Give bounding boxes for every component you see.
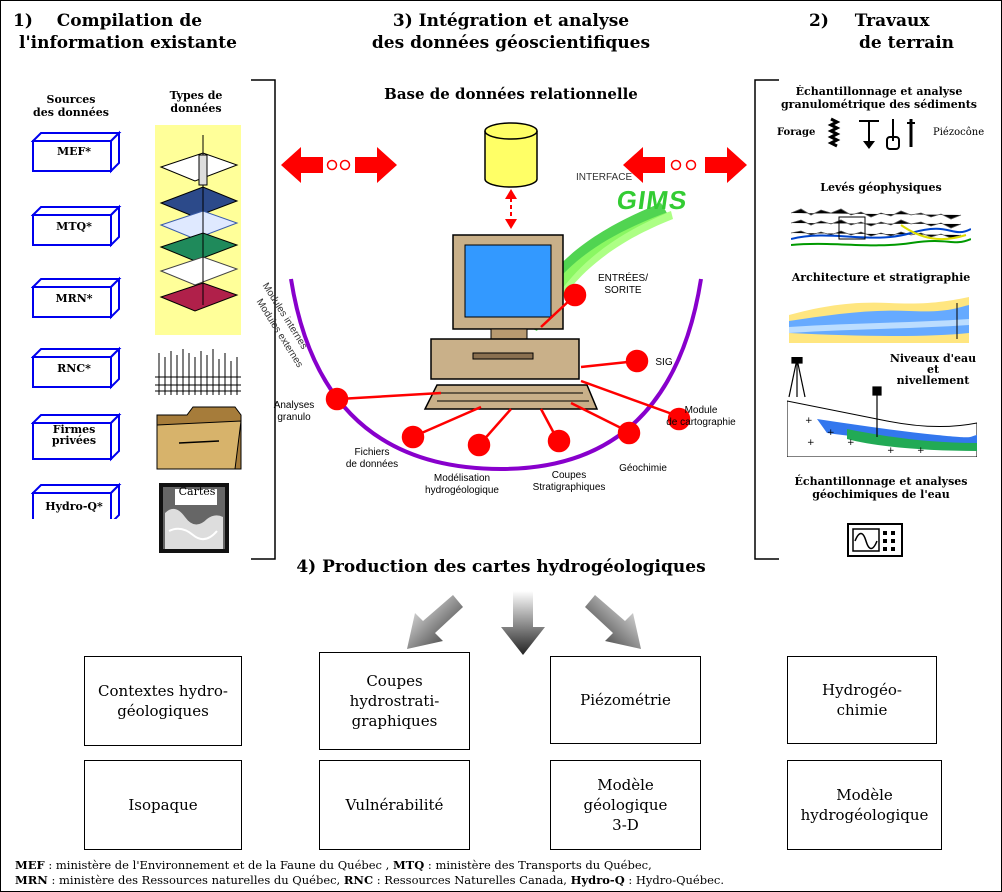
source-boxes (31, 130, 122, 519)
db-label: Base de données relationnelle (384, 85, 638, 103)
legend-line-1: MEF : ministère de l'Environnement et de… (15, 858, 995, 873)
sources-header: Sources des données (33, 93, 109, 119)
module-entrees-sortie: ENTRÉES/ SORITE (597, 273, 648, 296)
source-box-icon (31, 412, 122, 462)
svg-text:+: + (887, 446, 895, 456)
svg-text:+: + (807, 438, 815, 448)
source-mef: MEF* (56, 145, 92, 158)
output-contextes-hydrogeologiques: Contextes hydro- géologiques (84, 656, 242, 746)
production-arrows (407, 591, 641, 655)
down-left-arrow-icon (407, 595, 463, 649)
output-hydrogeochimie: Hydrogéo- chimie (787, 656, 937, 744)
gims-diagram (289, 122, 703, 472)
section-2-title: 2) Travaux (809, 11, 930, 31)
legend-mrn-text: : ministère des Ressources naturelles du… (47, 873, 344, 887)
section-2-number: 2) (809, 11, 829, 31)
output-modele-hydrogeologique: Modèle hydrogéologique (787, 760, 942, 850)
section-3-title: 3) Intégration et analyse (392, 11, 630, 31)
geophysics-chart-icon (791, 199, 971, 259)
section-1-bracket (251, 79, 276, 560)
svg-text:+: + (827, 428, 835, 438)
svg-text:+: + (847, 438, 855, 448)
section-2-bracket (754, 79, 779, 560)
svg-text:+: + (805, 416, 813, 426)
output-isopaque: Isopaque (84, 760, 242, 850)
left-double-arrow (281, 147, 397, 183)
output-modele-geologique-3d: Modèle géologique 3-D (550, 760, 701, 850)
source-mrn: MRN* (55, 292, 93, 305)
architecture-title: Architecture et stratigraphie (791, 271, 971, 284)
types-donnees-images (155, 125, 242, 553)
legend-mef-text: : ministère de l'Environnement et de la … (44, 858, 393, 872)
legend-rnc-abbr: RNC (343, 873, 374, 887)
database-cylinder-icon (484, 122, 538, 188)
drilling-tools-icon (827, 117, 915, 150)
section-1-title: 1) Compilation de (13, 11, 281, 31)
water-level-icon: + + + + + + (787, 357, 977, 457)
source-firmes: Firmes privées (51, 423, 97, 447)
section-2-title-line1: Travaux (854, 11, 930, 31)
source-box-icon (31, 482, 122, 519)
legend-hydroq-abbr: Hydro-Q (570, 873, 625, 887)
types-header: Types de données (169, 89, 223, 115)
sampling-title: Échantillonnage et analyse granulométriq… (780, 85, 978, 111)
stratigraphy-icon (789, 297, 969, 343)
legend-hydroq-text: : Hydro-Québec. (624, 873, 725, 887)
map-layers-icon (159, 135, 239, 312)
well-log-chart-icon (155, 347, 241, 395)
legend-mtq-abbr: MTQ (392, 858, 425, 872)
oscilloscope-icon (847, 523, 903, 557)
legend-mrn-abbr: MRN (15, 873, 48, 887)
cartes-label: Cartes (178, 485, 216, 498)
computer-icon (423, 234, 599, 410)
source-box-icon (31, 276, 122, 320)
module-modelisation: Modélisation hydrogéologique (425, 473, 499, 496)
interface-label: INTERFACE (576, 172, 633, 183)
piezocone-label: Piézocône (933, 127, 985, 138)
svg-text:+: + (917, 446, 925, 456)
module-analyses-granulo: Analyses granulo (273, 400, 315, 423)
module-geochimie: Géochimie (619, 463, 667, 474)
forage-label: Forage (777, 127, 816, 138)
right-double-arrow (623, 147, 747, 183)
section-2-subtitle: de terrain (859, 33, 955, 53)
source-box-icon (31, 204, 122, 248)
output-piezometrie: Piézométrie (550, 656, 701, 744)
legend-mtq-text: : ministère des Transports du Québec, (424, 858, 652, 872)
section-4-title: 4) Production des cartes hydrogéologique… (296, 557, 706, 577)
source-box-icon (31, 130, 122, 174)
output-vulnerabilite: Vulnérabilité (319, 760, 470, 850)
geophysics-title: Levés géophysiques (820, 181, 942, 194)
down-right-arrow-icon (585, 595, 641, 649)
module-fichiers: Fichiers de données (345, 447, 399, 470)
source-box-icon (31, 346, 122, 390)
section-1-subtitle: l'information existante (19, 33, 237, 53)
legend-mef-abbr: MEF (15, 858, 45, 872)
section-3-subtitle: des données géoscientifiques (371, 33, 651, 53)
source-rnc: RNC* (57, 362, 91, 375)
geochem-title: Échantillonnage et analyses géochimiques… (794, 475, 968, 501)
section-1-title-line1: Compilation de (56, 11, 203, 31)
source-mtq: MTQ* (56, 220, 92, 233)
source-hydroq: Hydro-Q* (45, 500, 103, 513)
water-levels-title: Niveaux d'eau et nivellement (889, 352, 977, 387)
output-coupes-hydrostratigraphiques: Coupes hydrostrati- graphiques (319, 652, 470, 750)
down-arrow-icon (501, 591, 545, 655)
gims-logo: GIMS (614, 185, 690, 215)
section-1-number: 1) (13, 11, 33, 31)
module-cartographie: Module de cartographie (666, 405, 736, 428)
folder-icon (156, 406, 242, 470)
cartes-map-icon (159, 483, 229, 553)
legend-line-2: MRN : ministère des Ressources naturelle… (15, 873, 995, 888)
module-sig: SIG (655, 357, 673, 368)
module-coupes: Coupes Stratigraphiques (532, 470, 606, 493)
legend-rnc-text: : Ressources Naturelles Canada, (373, 873, 571, 887)
